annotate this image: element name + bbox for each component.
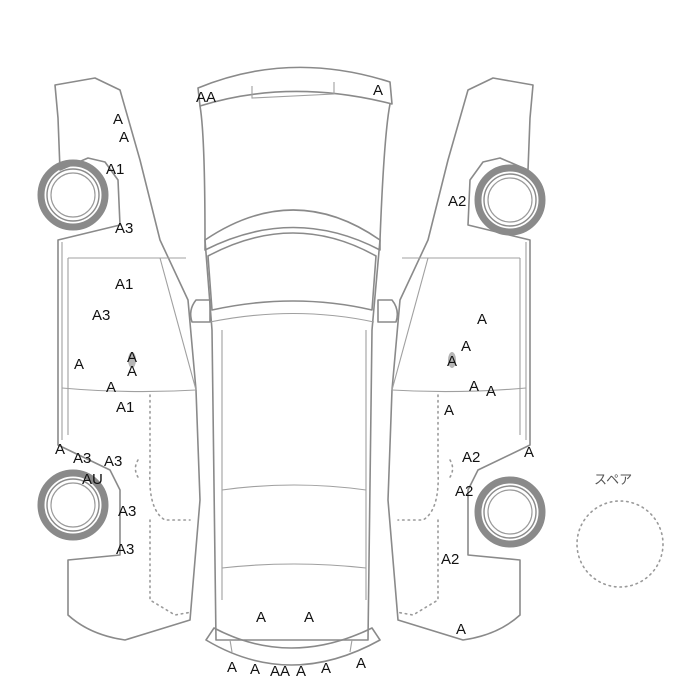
damage-mark: A [74,356,84,373]
damage-mark: A [227,659,237,676]
damage-mark: A2 [448,193,466,210]
damage-mark: A1 [106,161,124,178]
damage-mark: A [447,353,457,370]
car-left-side-view [37,77,201,641]
damage-mark: A [486,383,496,400]
spare-label: スペア [594,473,632,488]
right-rear-tire [474,476,546,548]
damage-mark: A [127,349,137,366]
damage-mark: A [461,338,471,355]
damage-mark: A1 [115,276,133,293]
damage-mark: A3 [118,503,136,520]
damage-mark: A [304,609,314,626]
damage-mark: A2 [441,551,459,568]
damage-mark: A3 [73,450,91,467]
left-rear-tire [37,469,109,541]
damage-mark: A3 [115,220,133,237]
damage-mark: A [477,311,487,328]
damage-mark: A [55,441,65,458]
damage-mark: A3 [104,453,122,470]
damage-mark: A [321,660,331,677]
damage-mark: AA [270,663,290,680]
damage-mark: A [469,378,479,395]
right-front-tire [474,164,546,236]
damage-mark: A3 [116,541,134,558]
damage-mark: A [296,663,306,680]
damage-mark: A [119,129,129,146]
damage-mark: A1 [116,399,134,416]
damage-mark: A [250,661,260,678]
damage-mark: A3 [92,307,110,324]
damage-mark: A [444,402,454,419]
damage-mark: A [456,621,466,638]
car-right-side-view [387,77,546,641]
damage-mark: A2 [462,449,480,466]
damage-mark: A2 [455,483,473,500]
damage-mark: A [106,379,116,396]
damage-mark: AA [196,89,216,106]
damage-mark: A [127,363,137,380]
damage-mark: A [524,444,534,461]
damage-mark: A [113,111,123,128]
car-top-view [189,66,399,666]
left-front-tire [37,159,109,231]
damage-mark: AU [82,471,103,488]
damage-mark: A [373,82,383,99]
damage-mark: A [356,655,366,672]
spare-tire: スペア [576,473,664,588]
damage-mark: A [256,609,266,626]
